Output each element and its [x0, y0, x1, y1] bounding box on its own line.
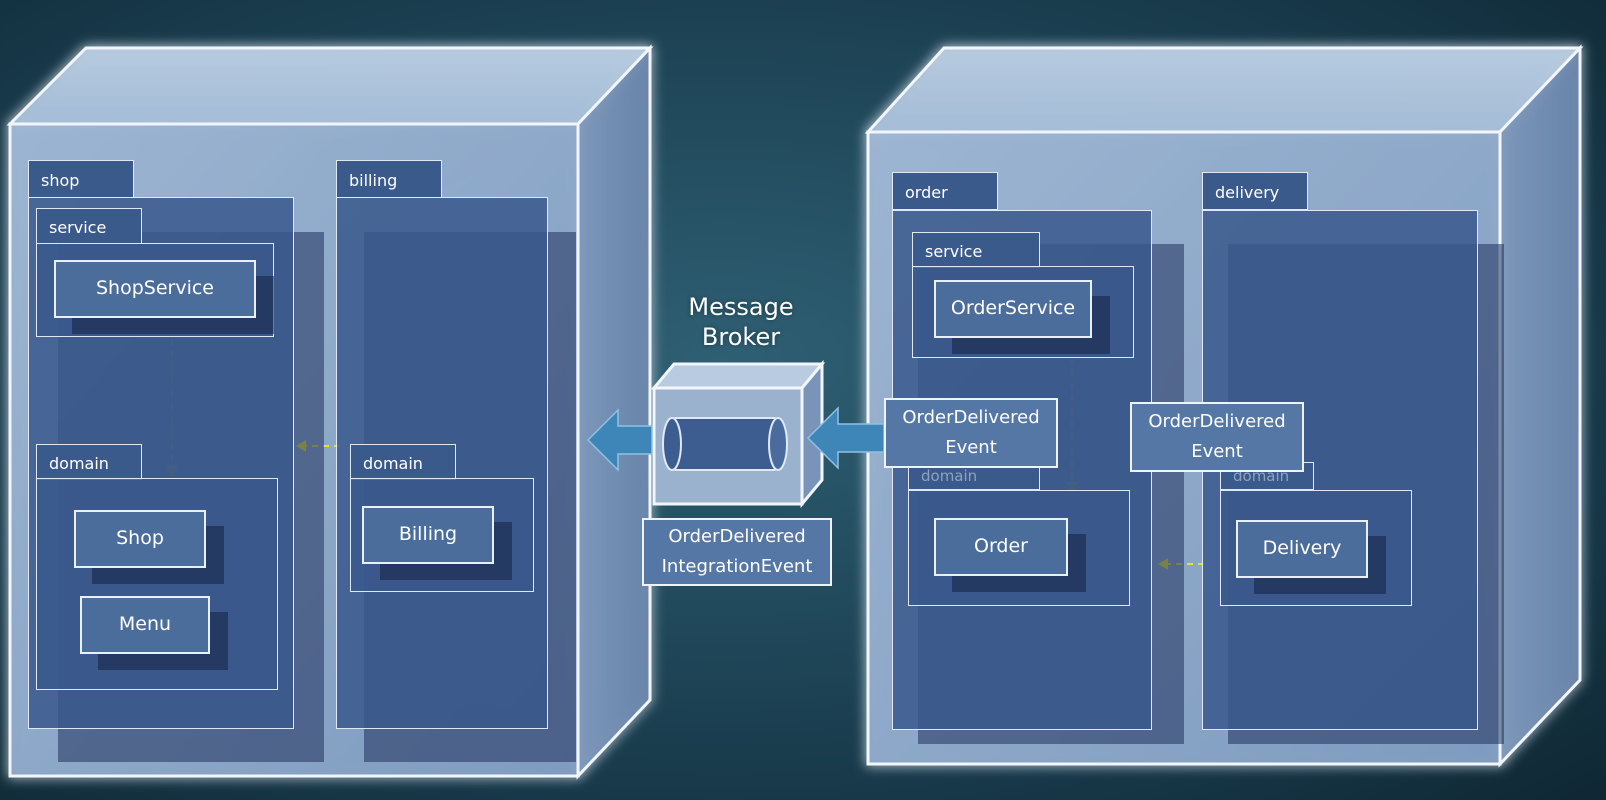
delivery-event-box: OrderDelivered Event — [1130, 402, 1304, 472]
shop-package-tab: shop — [28, 160, 134, 198]
delivery-event-line1: OrderDelivered — [1148, 411, 1286, 432]
order-service-tab: service — [912, 232, 1040, 268]
order-event-line2: Event — [945, 437, 997, 458]
shop-entity-box: Shop — [74, 510, 206, 568]
integration-event-line1: OrderDelivered — [668, 526, 806, 547]
menu-entity-box: Menu — [80, 596, 210, 654]
flow-arrow-left-head — [586, 408, 653, 472]
queue-cylinder-right-end — [768, 417, 788, 471]
integration-event-line2: IntegrationEvent — [661, 556, 813, 577]
order-event-box: OrderDelivered Event — [884, 398, 1058, 468]
billing-domain-tab: domain — [350, 444, 456, 480]
order-entity-box: Order — [934, 518, 1068, 576]
order-event-line1: OrderDelivered — [902, 407, 1040, 428]
queue-cylinder-body — [671, 417, 779, 471]
message-broker-cube — [650, 359, 826, 509]
left-node-top — [6, 46, 654, 126]
message-broker-title-line1: Message — [688, 293, 794, 321]
right-node-side — [1498, 44, 1582, 768]
order-service-box: OrderService — [934, 280, 1092, 338]
delivery-entity-box: Delivery — [1236, 520, 1368, 578]
shop-domain-tab: domain — [36, 444, 142, 480]
billing-entity-box: Billing — [362, 506, 494, 564]
delivery-event-line2: Event — [1191, 441, 1243, 462]
broker-cube-top — [650, 362, 826, 390]
queue-cylinder-left-end — [662, 417, 682, 471]
message-broker-title-line2: Broker — [701, 323, 781, 351]
shop-service-box: ShopService — [54, 260, 256, 318]
shop-service-tab: service — [36, 208, 142, 244]
left-node-side — [576, 44, 652, 780]
flow-arrow-to-left — [586, 408, 653, 472]
integration-event-box: OrderDelivered IntegrationEvent — [642, 518, 832, 586]
order-package-tab: order — [892, 172, 998, 210]
right-node-top — [864, 46, 1584, 134]
billing-package-tab: billing — [336, 160, 442, 198]
delivery-package-tab: delivery — [1202, 172, 1308, 210]
message-broker-title: Message Broker — [666, 292, 816, 352]
